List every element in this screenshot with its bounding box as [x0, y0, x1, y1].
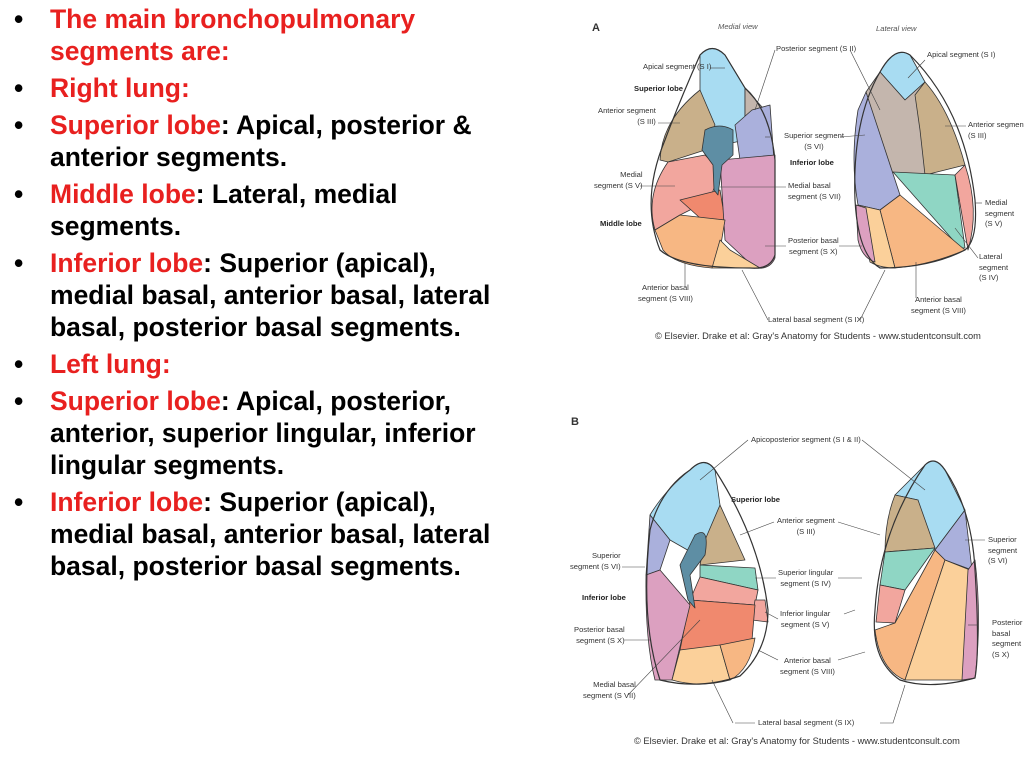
- copyright-b: © Elsevier. Drake et al: Gray's Anatomy …: [634, 736, 960, 746]
- label: Middle lobe: [600, 219, 642, 228]
- label: Medial basal segment (S VII): [788, 181, 841, 201]
- label: Anterior segment (S III): [598, 106, 656, 126]
- label: Anterior segment (S III): [777, 516, 835, 536]
- label: Superior segment (S VI): [784, 131, 844, 151]
- label: Superior lobe: [634, 84, 683, 93]
- label: Lateral segment (S IV): [979, 252, 1009, 282]
- label: Posterior basal segment (S X): [992, 618, 1023, 659]
- figure-a-letter: A: [592, 22, 600, 34]
- label: Medial segment (S V): [594, 170, 643, 190]
- label: Inferior lobe: [790, 158, 834, 167]
- bullet-icon: •: [14, 73, 24, 103]
- label: Lateral basal segment (S IX): [768, 315, 865, 324]
- label: Anterior segment (S III): [968, 120, 1024, 140]
- label: Apicoposterior segment (S I & II): [751, 435, 861, 444]
- label: Superior lobe: [731, 495, 780, 504]
- label: Superior lingular segment (S IV): [778, 568, 834, 588]
- medial-view-label: Medial view: [718, 22, 758, 31]
- label: Inferior lobe: [582, 593, 626, 602]
- bullet-item: •Right lung:: [14, 73, 190, 103]
- label: Superior segment (S VI): [988, 535, 1018, 565]
- bullet-icon: •: [14, 4, 24, 34]
- lateral-view-label: Lateral view: [876, 24, 917, 33]
- bullet-item: •Middle lobe: Lateral, medial segments.: [14, 179, 398, 241]
- label: Anterior basal segment (S VIII): [780, 656, 835, 676]
- right-lung-medial-view: [650, 47, 776, 269]
- label: Anterior basal segment (S VIII): [638, 283, 693, 303]
- label: Medial basal segment (S VII): [583, 680, 636, 700]
- label: Lateral basal segment (S IX): [758, 718, 855, 727]
- bullet-item: •Inferior lobe: Superior (apical), media…: [14, 487, 491, 581]
- figure-b-letter: B: [571, 416, 579, 428]
- bullet-icon: •: [14, 248, 24, 278]
- left-lung-medial-view: [645, 461, 769, 685]
- bullet-item: •Superior lobe: Apical, posterior & ante…: [14, 110, 472, 172]
- label: Apical segment (S I): [643, 62, 712, 71]
- label: Medial segment (S V): [985, 198, 1015, 228]
- left-lung-lateral-view: [873, 460, 979, 686]
- bullet-item: •Left lung:: [14, 349, 171, 379]
- right-lung-lateral-view: [853, 51, 977, 269]
- bullet-icon: •: [14, 349, 24, 379]
- bullet-item: •Inferior lobe: Superior (apical), media…: [14, 248, 491, 342]
- label: Posterior basal segment (S X): [574, 625, 625, 645]
- bullet-item: •Superior lobe: Apical, posterior, anter…: [14, 386, 476, 480]
- label: Superior segment (S VI): [570, 551, 621, 571]
- bullet-item: •The main bronchopulmonary segments are:: [14, 4, 416, 66]
- bullet-list: •The main bronchopulmonary segments are:…: [14, 3, 514, 587]
- copyright-a: © Elsevier. Drake et al: Gray's Anatomy …: [655, 331, 981, 341]
- bullet-icon: •: [14, 386, 24, 416]
- label: Apical segment (S I): [927, 50, 996, 59]
- label: Posterior basal segment (S X): [788, 236, 839, 256]
- bullet-icon: •: [14, 487, 24, 517]
- label: Posterior segment (S II): [776, 44, 857, 53]
- label: Inferior lingular segment (S V): [780, 609, 831, 629]
- label: Anterior basal segment (S VIII): [911, 295, 966, 315]
- bullet-icon: •: [14, 179, 24, 209]
- leader-lines: [622, 49, 985, 724]
- bullet-icon: •: [14, 110, 24, 140]
